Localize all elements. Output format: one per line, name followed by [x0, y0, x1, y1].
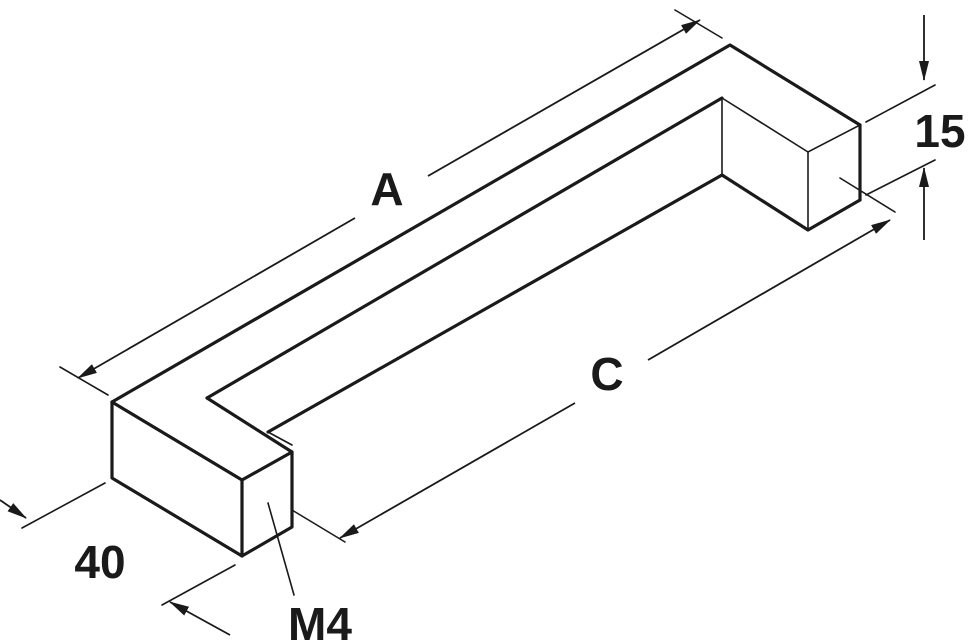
dimension-40-arrow: [0, 499, 27, 519]
dimension-40-label: 40: [74, 536, 125, 588]
dimension-a-arrow-right: [427, 19, 701, 177]
dimension-c-extension-left: [291, 509, 346, 543]
dimension-a-label: A: [370, 163, 403, 215]
handle-top-outer-edge: [110, 43, 862, 404]
thread-extension-line: [161, 564, 236, 606]
thread-arrow: [169, 601, 231, 636]
dimension-15-extension-bottom: [865, 159, 936, 196]
dimension-a-extension-right: [674, 9, 723, 39]
dimension-c-arrow-right: [647, 219, 891, 361]
inner-bar-lower-edge: [266, 173, 724, 434]
thread-leader-line: [267, 502, 295, 596]
dimension-a-arrow-left: [77, 217, 356, 379]
right-post-top-face: [721, 97, 861, 153]
dimension-15: 15: [865, 15, 966, 240]
inner-bar-upper-edge: [205, 96, 724, 400]
dimension-c: C: [291, 177, 896, 543]
dimension-40: 40: [0, 482, 126, 588]
dimension-40-extension: [21, 482, 106, 529]
dimension-c-arrow-left: [339, 402, 576, 539]
dimension-15-label: 15: [914, 105, 965, 157]
thread-callout: M4: [161, 502, 352, 642]
dimension-a-extension-left: [59, 366, 109, 396]
left-post-inner-top-edge: [205, 396, 294, 454]
handle-outline: [110, 43, 862, 558]
thread-label: M4: [288, 598, 352, 642]
right-post-bottom-edge: [720, 173, 862, 232]
dimension-a: A: [59, 9, 723, 396]
dimension-15-extension-top: [865, 84, 936, 123]
left-post-outline: [110, 400, 294, 558]
left-post-inner-join: [267, 431, 293, 446]
dimension-c-label: C: [590, 348, 623, 400]
